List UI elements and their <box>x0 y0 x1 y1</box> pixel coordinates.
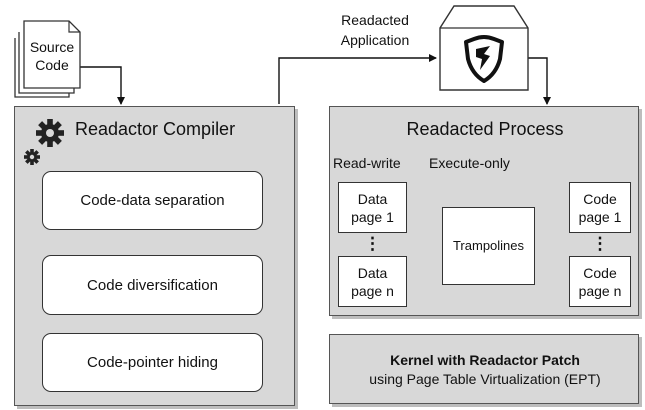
kernel-title: Kernel with Readactor Patch <box>390 352 580 368</box>
code-page-1-line1: Code <box>583 190 617 207</box>
code-page-n: Code page n <box>569 256 631 307</box>
read-write-label: Read-write <box>333 155 401 171</box>
code-page-n-line2: page n <box>578 282 622 299</box>
package-box-icon <box>438 4 530 92</box>
data-page-n-line2: page n <box>351 282 394 299</box>
source-code-line2: Code <box>35 57 69 73</box>
shield-icon <box>464 35 504 83</box>
process-title: Readacted Process <box>406 119 564 139</box>
source-code-line1: Source <box>29 39 75 55</box>
kernel-subtitle: using Page Table Virtualization (EPT) <box>369 371 601 387</box>
document-stack-icon <box>14 20 81 98</box>
code-page-n-line1: Code <box>583 264 617 281</box>
data-page-n: Data page n <box>338 256 407 307</box>
code-diversification-step: Code diversification <box>42 255 263 315</box>
compiler-title: Readactor Compiler <box>75 119 236 139</box>
data-pages-ellipsis: ⋮ <box>364 234 381 253</box>
gears-icon <box>24 119 64 165</box>
kernel-panel: Kernel with Readactor Patch using Page T… <box>329 334 639 404</box>
readacted-application-line2: Application <box>340 32 410 48</box>
data-page-1-line1: Data <box>357 190 388 207</box>
trampolines-box: Trampolines <box>442 207 535 285</box>
readacted-application-line1: Readacted <box>341 12 409 28</box>
execute-only-label: Execute-only <box>429 155 510 171</box>
data-page-n-line1: Data <box>357 264 388 281</box>
data-page-1-line2: page 1 <box>351 208 394 225</box>
source-code-document: Source Code <box>14 18 84 98</box>
data-page-1: Data page 1 <box>338 182 407 233</box>
code-data-separation-step: Code-data separation <box>42 171 263 230</box>
code-page-1: Code page 1 <box>569 182 631 233</box>
readacted-application-label: Readacted Application <box>320 10 430 50</box>
code-pointer-hiding-step: Code-pointer hiding <box>42 333 263 392</box>
code-page-1-line2: page 1 <box>578 208 622 225</box>
code-pages-ellipsis: ⋮ <box>591 234 609 253</box>
trampolines-label: Trampolines <box>452 238 525 253</box>
